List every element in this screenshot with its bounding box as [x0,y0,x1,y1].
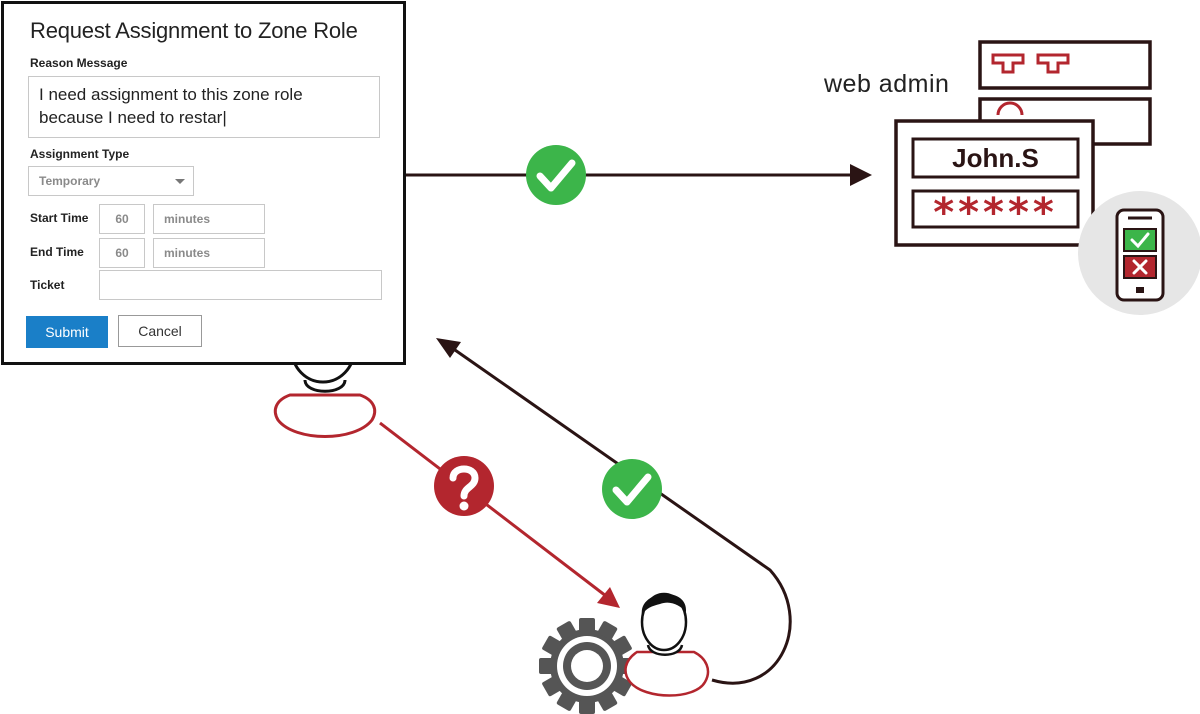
start-time-input[interactable]: 60 [99,204,145,234]
mobile-phone-icon [1078,191,1200,315]
end-time-unit[interactable]: minutes [153,238,265,268]
question-circle-icon [434,456,494,516]
arrow-form-to-admin [405,164,872,186]
request-form: Request Assignment to Zone Role Reason M… [1,1,406,365]
gear-icon [539,618,635,714]
end-time-input[interactable]: 60 [99,238,145,268]
assignment-type-select[interactable]: Temporary [28,166,194,196]
arrow-approver-to-form [436,338,792,685]
submit-button[interactable]: Submit [26,316,108,348]
assignment-type-value: Temporary [39,174,101,188]
reason-textarea[interactable]: I need assignment to this zone role beca… [28,76,380,138]
start-time-unit[interactable]: minutes [153,204,265,234]
chevron-down-icon [175,179,185,184]
cancel-button[interactable]: Cancel [118,315,202,347]
ticket-label: Ticket [30,278,65,292]
password-field: ***** [933,190,1058,236]
check-circle-icon [526,145,586,205]
check-circle-icon [602,459,662,519]
reason-label: Reason Message [30,56,128,70]
ticket-input[interactable] [99,270,382,300]
login-window [894,119,1095,247]
username-field: John.S [952,143,1039,173]
arrow-requester-to-approver [379,421,620,608]
start-time-label: Start Time [30,211,89,225]
form-title: Request Assignment to Zone Role [30,18,358,43]
admin-user-icon [624,592,710,697]
end-time-label: End Time [30,245,84,259]
assignment-type-label: Assignment Type [30,147,130,161]
web-admin-title: web admin [824,70,950,98]
